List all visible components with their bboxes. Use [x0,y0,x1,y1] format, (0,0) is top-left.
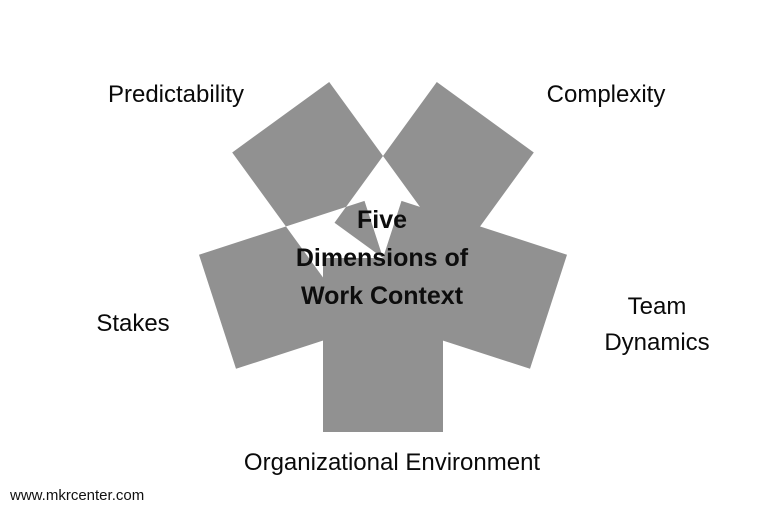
label-predictability: Predictability [107,81,245,108]
label-organizational-environment: Organizational Environment [243,449,541,476]
website-watermark: www.mkrcenter.com [10,487,145,504]
diagram-title: Five Dimensions of Work Context [295,206,469,310]
asterisk-shape [199,82,567,432]
label-team-dynamics: Team Dynamics [604,293,710,356]
label-complexity: Complexity [546,81,666,108]
label-stakes: Stakes [96,310,170,337]
